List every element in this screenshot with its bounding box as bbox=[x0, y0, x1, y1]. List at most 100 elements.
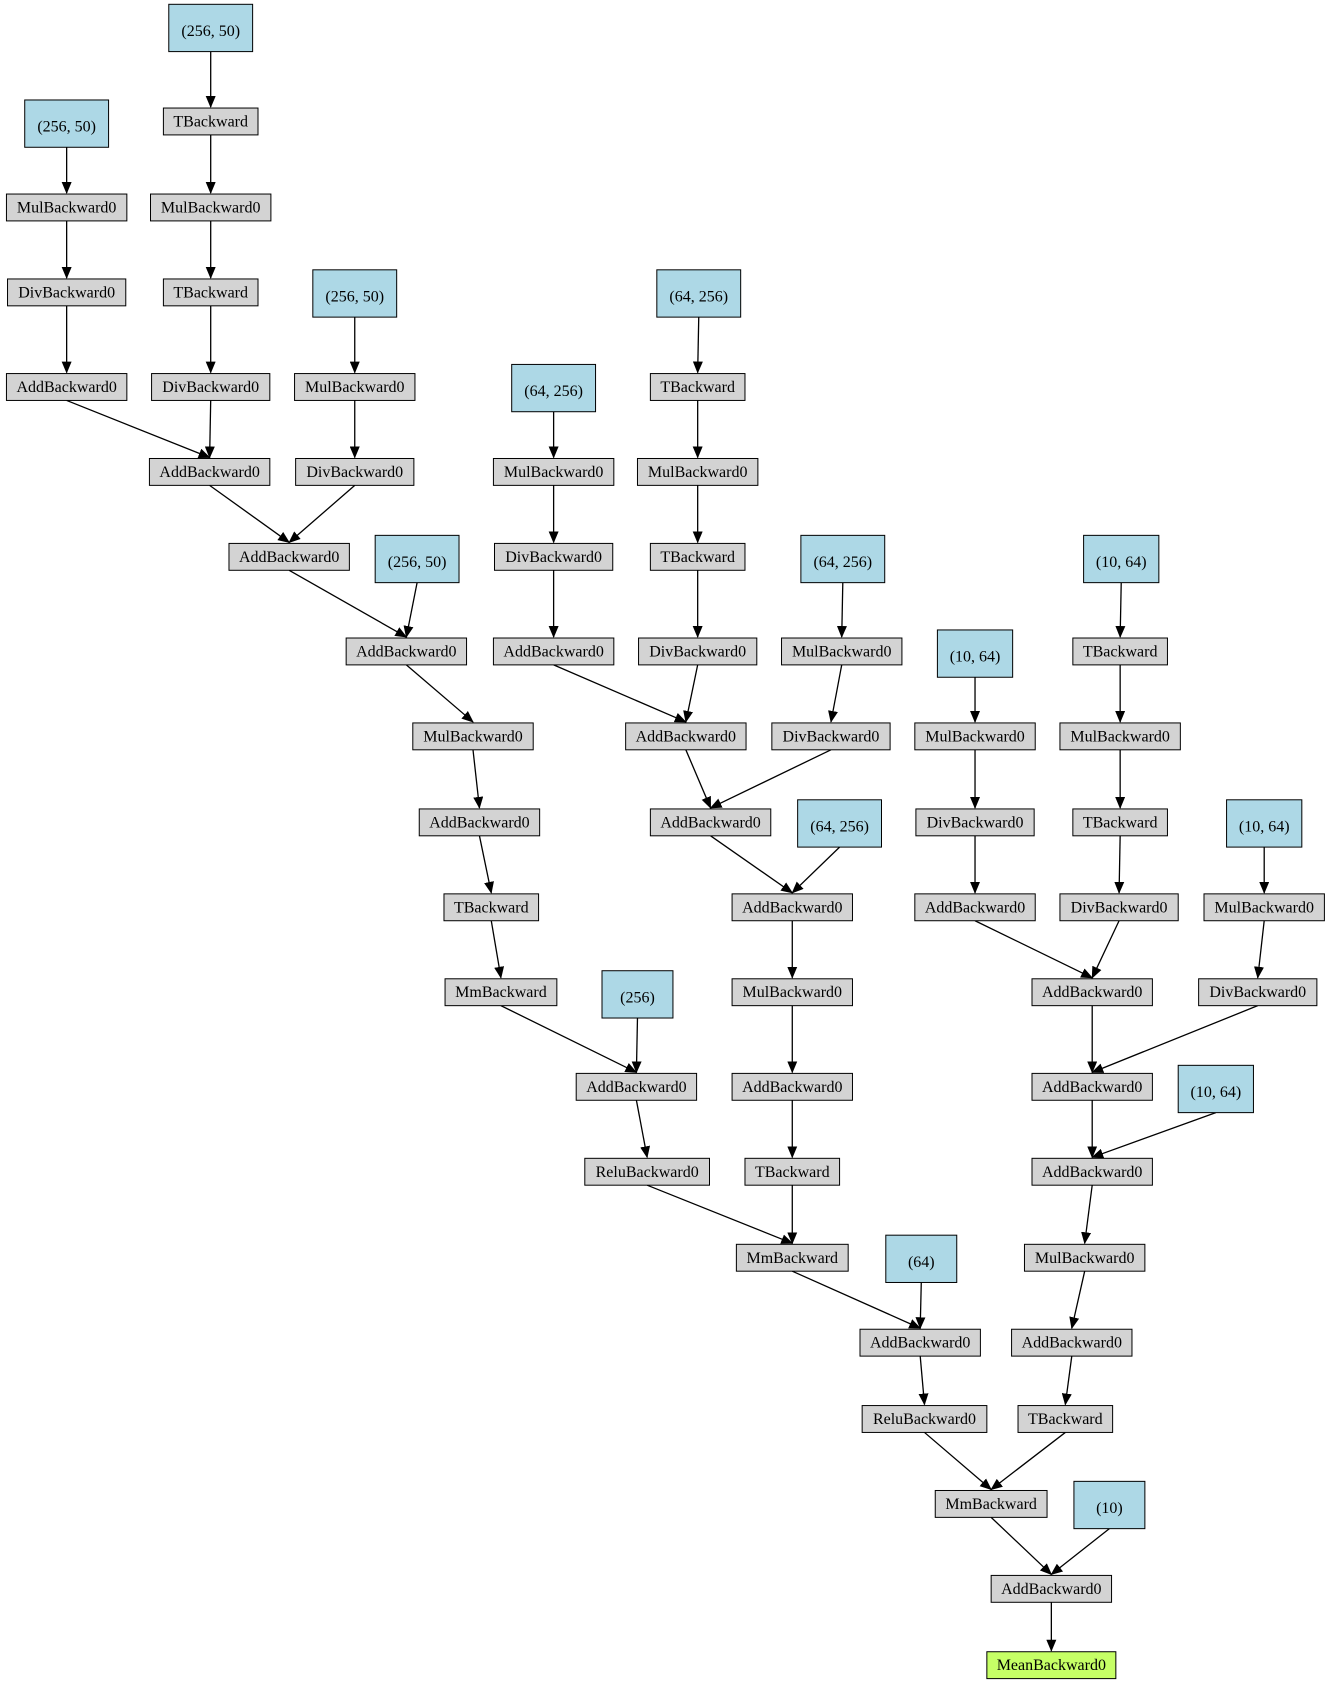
node-label-relu2: ReluBackward0 bbox=[873, 1411, 976, 1428]
node-label-p9: (256) bbox=[620, 989, 655, 1006]
edge-add5-to-t3 bbox=[478, 835, 494, 894]
edge-add11-to-relu1 bbox=[635, 1100, 651, 1159]
edge-add16-to-mul12 bbox=[1081, 1185, 1093, 1245]
node-box-div2 bbox=[151, 373, 271, 401]
edge-add4-to-mul4 bbox=[405, 664, 474, 723]
node-box-div7 bbox=[915, 808, 1035, 837]
edge-t9-to-mm3 bbox=[990, 1431, 1066, 1491]
edge-t8-to-div8 bbox=[1114, 835, 1125, 894]
node-box-add9 bbox=[731, 893, 853, 922]
node-p1: (256, 50) bbox=[24, 99, 110, 148]
node-add9: AddBackward0 bbox=[731, 893, 853, 922]
node-p11: (10, 64) bbox=[936, 629, 1014, 678]
node-label-add1: AddBackward0 bbox=[16, 379, 116, 396]
edge-mul7-to-div6 bbox=[828, 664, 843, 723]
node-label-add15: AddBackward0 bbox=[1042, 1079, 1142, 1096]
node-box-mul3 bbox=[294, 373, 416, 401]
node-t6: TBackward bbox=[744, 1157, 841, 1186]
node-label-mm3: MmBackward bbox=[945, 1496, 1037, 1513]
node-box-p10 bbox=[885, 1234, 958, 1283]
node-t4: TBackward bbox=[649, 373, 746, 401]
node-label-t9: TBackward bbox=[1028, 1411, 1103, 1428]
node-label-mm1: MmBackward bbox=[455, 984, 547, 1001]
node-label-add11: AddBackward0 bbox=[586, 1079, 686, 1096]
node-div8: DivBackward0 bbox=[1059, 893, 1179, 922]
node-div3: DivBackward0 bbox=[295, 457, 415, 486]
node-box-mm2 bbox=[735, 1243, 849, 1272]
node-label-add3: AddBackward0 bbox=[239, 549, 339, 566]
edge-mm2-to-add12 bbox=[792, 1270, 922, 1329]
node-box-t5 bbox=[649, 542, 746, 571]
edge-p4-to-add4 bbox=[403, 582, 418, 638]
node-box-p6 bbox=[656, 269, 742, 318]
node-box-add2 bbox=[148, 457, 271, 486]
node-label-mul12: MulBackward0 bbox=[1035, 1250, 1135, 1267]
node-label-p11: (10, 64) bbox=[950, 649, 1001, 666]
node-add13: AddBackward0 bbox=[914, 893, 1036, 922]
node-box-p3 bbox=[312, 269, 398, 318]
node-p6: (64, 256) bbox=[656, 269, 742, 318]
node-p13: (10, 64) bbox=[1226, 799, 1303, 848]
edge-mm3-to-add18 bbox=[990, 1516, 1053, 1576]
node-mul7: MulBackward0 bbox=[781, 637, 903, 666]
edge-div9-to-add15 bbox=[1091, 1005, 1258, 1073]
edge-p6-to-t4 bbox=[692, 317, 703, 374]
node-p15: (10) bbox=[1073, 1480, 1146, 1530]
node-box-mul9 bbox=[914, 722, 1036, 751]
node-box-relu2 bbox=[861, 1405, 988, 1433]
node-mm2: MmBackward bbox=[735, 1243, 849, 1272]
node-mul2: MulBackward0 bbox=[150, 193, 272, 222]
node-label-add12: AddBackward0 bbox=[870, 1335, 970, 1352]
node-p9: (256) bbox=[601, 970, 674, 1019]
node-label-mul11: MulBackward0 bbox=[1214, 899, 1314, 916]
edge-p9-to-add11 bbox=[631, 1018, 642, 1074]
node-box-mul2 bbox=[150, 193, 272, 222]
node-p10: (64) bbox=[885, 1234, 958, 1283]
node-label-div8: DivBackward0 bbox=[1071, 899, 1168, 916]
node-box-add1 bbox=[5, 373, 128, 401]
node-label-mm2: MmBackward bbox=[747, 1250, 839, 1267]
node-label-add14: AddBackward0 bbox=[1042, 984, 1142, 1001]
node-box-div5 bbox=[638, 637, 758, 666]
node-add2: AddBackward0 bbox=[148, 457, 271, 486]
node-label-mul7: MulBackward0 bbox=[792, 643, 892, 660]
node-add5: AddBackward0 bbox=[418, 808, 541, 837]
node-label-t1: TBackward bbox=[173, 113, 248, 130]
node-box-add10 bbox=[731, 1072, 853, 1101]
edge-add8-to-add9 bbox=[710, 835, 794, 894]
node-label-add4: AddBackward0 bbox=[356, 643, 456, 660]
node-label-div9: DivBackward0 bbox=[1209, 984, 1306, 1001]
node-label-p5: (64, 256) bbox=[524, 383, 583, 400]
node-label-p15: (10) bbox=[1096, 1500, 1123, 1517]
node-add11: AddBackward0 bbox=[575, 1072, 698, 1101]
node-mul10: MulBackward0 bbox=[1059, 722, 1181, 751]
node-box-p13 bbox=[1226, 799, 1303, 848]
edge-add2-to-add3 bbox=[209, 484, 290, 543]
node-box-mul8 bbox=[731, 978, 853, 1007]
node-relu2: ReluBackward0 bbox=[861, 1405, 988, 1433]
node-box-add14 bbox=[1031, 978, 1153, 1007]
node-add14: AddBackward0 bbox=[1031, 978, 1153, 1007]
node-box-add8 bbox=[649, 808, 772, 837]
node-box-t9 bbox=[1017, 1405, 1114, 1433]
node-div1: DivBackward0 bbox=[7, 278, 127, 307]
node-mul4: MulBackward0 bbox=[412, 722, 534, 751]
node-box-t6 bbox=[744, 1157, 841, 1186]
node-box-add17 bbox=[1011, 1328, 1133, 1357]
node-p2: (256, 50) bbox=[168, 3, 254, 53]
edge-mul4-to-add5 bbox=[472, 749, 484, 809]
edge-div8-to-add14 bbox=[1091, 920, 1120, 979]
node-add4: AddBackward0 bbox=[345, 637, 468, 666]
node-box-add16 bbox=[1031, 1157, 1153, 1186]
node-label-p14: (10, 64) bbox=[1190, 1084, 1241, 1101]
node-add17: AddBackward0 bbox=[1011, 1328, 1133, 1357]
edge-div5-to-add7 bbox=[683, 664, 699, 723]
node-p7: (64, 256) bbox=[800, 534, 886, 584]
node-t5: TBackward bbox=[649, 542, 746, 571]
node-label-add18: AddBackward0 bbox=[1001, 1581, 1101, 1598]
node-add10: AddBackward0 bbox=[731, 1072, 853, 1101]
node-div4: DivBackward0 bbox=[494, 542, 614, 571]
node-label-div1: DivBackward0 bbox=[18, 284, 115, 301]
node-label-t5: TBackward bbox=[660, 549, 735, 566]
